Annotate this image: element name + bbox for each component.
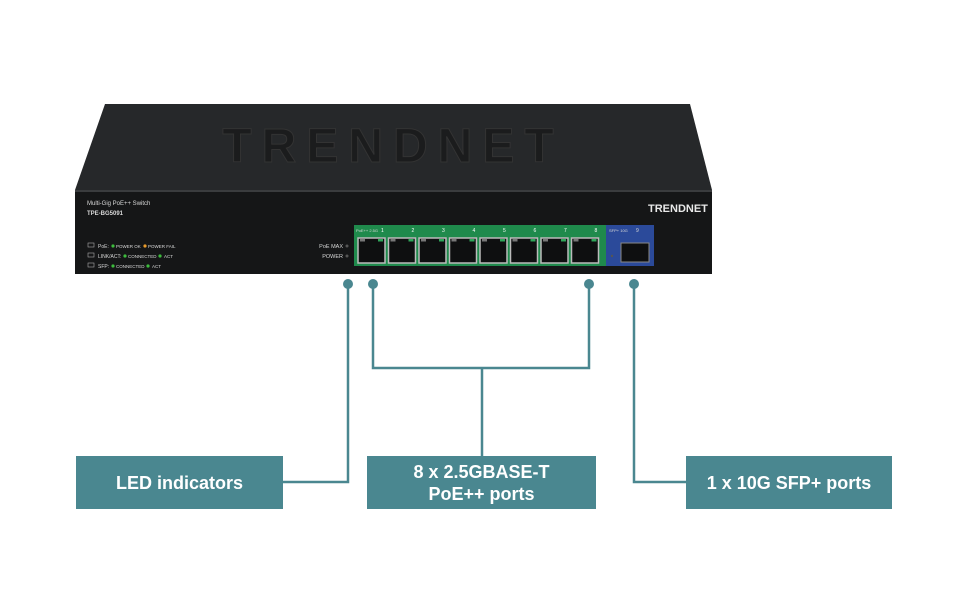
model-number: TPE-BG5091 <box>87 211 124 217</box>
port-led <box>378 239 383 242</box>
poe-max-led <box>345 244 349 248</box>
port-led <box>561 239 566 242</box>
power-led-label: POWER <box>322 254 343 260</box>
svg-text:LINK/ACT:: LINK/ACT: <box>98 254 121 260</box>
callout-label: 8 x 2.5GBASE-T <box>413 461 550 482</box>
product-line: Multi-Gig PoE++ Switch <box>87 201 150 207</box>
port-led <box>482 239 487 242</box>
port-led <box>390 239 396 242</box>
callout-rj45-ports: 8 x 2.5GBASE-T PoE++ ports <box>367 456 596 509</box>
port-number: 6 <box>534 228 537 234</box>
poe-group-label: PoE++ 2.5G <box>356 228 378 233</box>
svg-text:ACT: ACT <box>164 254 173 259</box>
poe-max-led-label: PoE MAX <box>319 244 343 250</box>
power-led <box>345 254 349 258</box>
sfp-led <box>610 254 614 258</box>
rj45-port-4 <box>448 237 478 264</box>
svg-text:POWER FAIL: POWER FAIL <box>148 244 176 249</box>
port-number: 1 <box>381 228 384 234</box>
callout-label: 1 x 10G SFP+ ports <box>706 472 872 493</box>
port-led <box>543 239 548 242</box>
port-led <box>591 239 597 242</box>
top-logo: TRENDNET <box>222 120 563 173</box>
led-legend: PoE: POWER OK POWER FAIL LINK/ACT: CONNE… <box>87 242 176 270</box>
connector-lines <box>283 284 686 484</box>
rj45-port-6 <box>509 237 539 264</box>
port-led <box>512 239 518 242</box>
svg-text:ACT: ACT <box>152 264 161 269</box>
connector-dots <box>343 279 639 289</box>
rj45-ports: 1 2 3 4 5 6 7 8 <box>357 228 600 264</box>
callout-label: LED indicators <box>115 472 244 493</box>
svg-text:POWER OK: POWER OK <box>116 244 141 249</box>
port-number: 4 <box>473 228 476 234</box>
svg-text:CONNECTED: CONNECTED <box>116 264 145 269</box>
rj45-port-8 <box>570 237 600 264</box>
callout-led-indicators: LED indicators <box>76 456 283 509</box>
rj45-port-5 <box>479 237 508 264</box>
rj45-port-3 <box>418 237 447 264</box>
port-led <box>469 239 475 242</box>
svg-text:SFP:: SFP: <box>98 264 109 270</box>
rj45-port-2 <box>387 237 417 264</box>
sfp-group-label: SFP+ 10G <box>609 228 628 233</box>
port-number: 7 <box>564 228 567 234</box>
port-led <box>500 239 505 242</box>
port-led <box>573 239 579 242</box>
port-led <box>360 239 365 242</box>
port-led <box>421 239 426 242</box>
port-number: 2 <box>412 228 415 234</box>
port-led <box>451 239 457 242</box>
port-number: 3 <box>442 228 445 234</box>
switch-top <box>75 104 712 190</box>
port-led <box>530 239 536 242</box>
callout-sfp-port: 1 x 10G SFP+ ports <box>686 456 892 509</box>
front-edge <box>75 190 712 192</box>
port-led <box>408 239 414 242</box>
port-number: 8 <box>595 228 598 234</box>
port-number: 5 <box>503 228 506 234</box>
callout-label: PoE++ ports <box>428 483 535 504</box>
front-logo: TRENDNET <box>648 203 708 215</box>
sfp-port-number: 9 <box>636 228 639 234</box>
sfp-port-9 <box>620 242 650 263</box>
svg-text:PoE:: PoE: <box>98 244 109 250</box>
port-led <box>439 239 444 242</box>
svg-text:CONNECTED: CONNECTED <box>128 254 157 259</box>
rj45-port-7 <box>540 237 569 264</box>
rj45-port-1 <box>357 237 386 264</box>
